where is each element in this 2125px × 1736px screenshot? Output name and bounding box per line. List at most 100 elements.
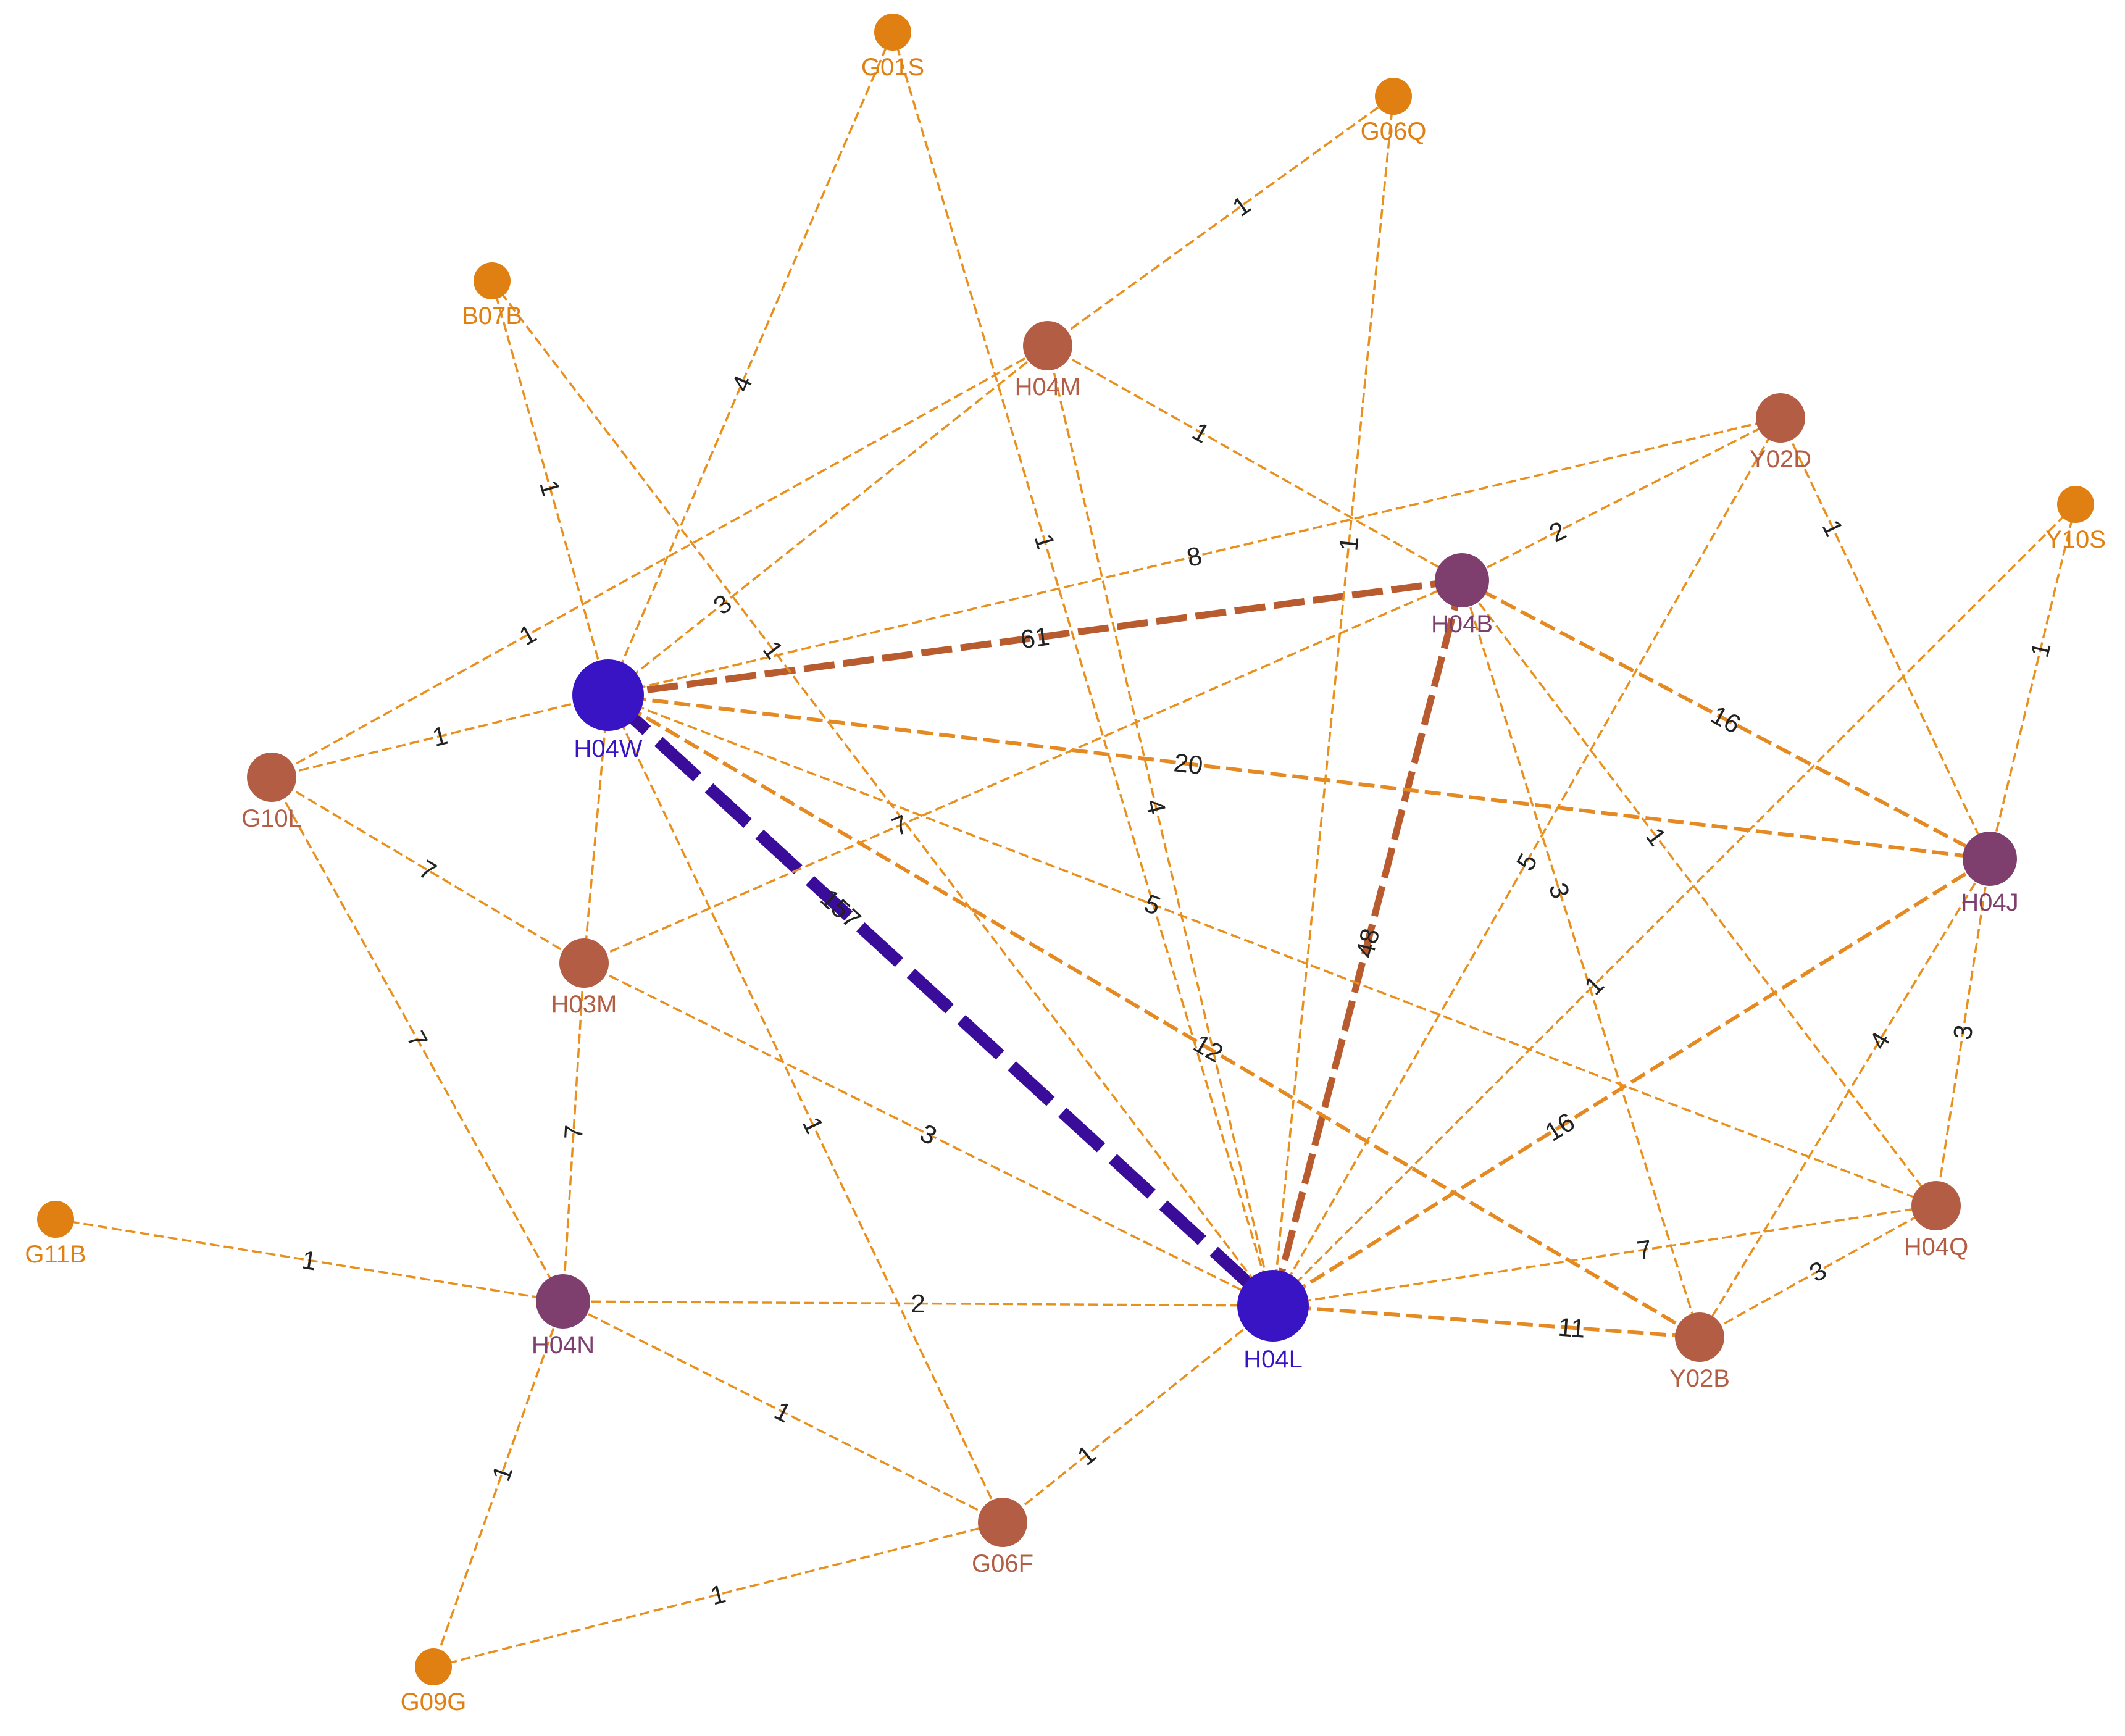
node-label: G06F <box>972 1550 1033 1577</box>
edge-label-group: 4 <box>725 371 758 396</box>
edge-h04l-y02b <box>1272 1304 1700 1339</box>
edge-y10s-h04j <box>1989 504 2077 859</box>
node-y10s[interactable]: Y10S <box>2045 486 2106 553</box>
node-circle[interactable] <box>415 1648 452 1685</box>
edge-label-group: 1 <box>758 635 790 664</box>
edge-y10s-h04l <box>1272 503 2077 1307</box>
edge-g10l-h03m <box>271 776 585 964</box>
edge-weight-label: 7 <box>888 809 912 841</box>
node-circle[interactable] <box>1675 1312 1724 1362</box>
edge-g10l-h04w <box>271 694 609 778</box>
node-circle[interactable] <box>978 1498 1027 1547</box>
node-g06f[interactable]: G06F <box>972 1498 1033 1577</box>
edge-h04w-h04l <box>604 690 1277 1311</box>
node-circle[interactable] <box>1963 832 2017 886</box>
node-circle[interactable] <box>1237 1270 1309 1342</box>
edge-weight-label: 4 <box>1140 796 1172 817</box>
edge-h04w-h04j <box>607 693 1990 861</box>
node-circle[interactable] <box>1911 1181 1961 1230</box>
node-circle[interactable] <box>1756 393 1805 443</box>
edge-label-group: 1 <box>1029 530 1061 553</box>
edge-b07b-h04w <box>491 280 609 696</box>
node-b07b[interactable]: B07B <box>462 262 522 330</box>
node-label: H03M <box>551 991 617 1018</box>
edge-weight-label: 7 <box>1635 1234 1653 1265</box>
node-circle[interactable] <box>536 1274 590 1329</box>
node-circle[interactable] <box>874 14 911 51</box>
edge-label-group: 1 <box>2024 639 2056 660</box>
edge-h04w-h04m <box>607 344 1049 696</box>
edge-g01s-h04l <box>891 31 1274 1306</box>
edge-label-group: 1 <box>1188 416 1214 448</box>
node-circle[interactable] <box>559 938 609 988</box>
edges-layer <box>55 31 2077 1668</box>
node-label: B07B <box>462 303 522 330</box>
node-y02b[interactable]: Y02B <box>1669 1312 1730 1392</box>
node-g10l[interactable]: G10L <box>241 753 302 832</box>
node-label: H04J <box>1961 889 2018 916</box>
edge-label-group: 1 <box>1640 822 1672 851</box>
edge-label-group: 1 <box>1334 535 1364 553</box>
node-circle[interactable] <box>247 753 296 802</box>
edge-weight-label: 5 <box>1141 888 1165 920</box>
edge-label-group: 5 <box>1141 888 1165 920</box>
edge-label-group: 1 <box>514 619 541 651</box>
edge-weight-label: 1 <box>1334 535 1364 553</box>
node-circle[interactable] <box>1023 321 1072 370</box>
edge-h04l-h04j <box>1272 857 1991 1308</box>
node-label: G06Q <box>1361 118 1427 145</box>
edge-label-group: 1 <box>300 1245 319 1275</box>
node-label: Y02D <box>1750 446 1811 473</box>
node-h04q[interactable]: H04Q <box>1904 1181 1969 1261</box>
node-g11b[interactable]: G11B <box>25 1201 86 1268</box>
edge-weight-label: 1 <box>1579 970 1609 1001</box>
node-g06q[interactable]: G06Q <box>1361 78 1427 145</box>
node-g01s[interactable]: G01S <box>861 14 924 81</box>
edge-h04l-y02d <box>1272 417 1782 1306</box>
node-h04j[interactable]: H04J <box>1961 832 2019 916</box>
node-label: Y02B <box>1669 1365 1730 1392</box>
edge-weight-label: 1 <box>2024 639 2056 660</box>
node-y02d[interactable]: Y02D <box>1750 393 1811 473</box>
node-circle[interactable] <box>572 659 644 731</box>
edge-label-group: 48 <box>1350 925 1385 961</box>
node-circle[interactable] <box>37 1201 74 1238</box>
edge-label-group: 7 <box>888 809 912 841</box>
edge-weight-label: 1 <box>758 635 790 664</box>
node-circle[interactable] <box>1435 553 1489 607</box>
node-h04l[interactable]: H04L <box>1237 1270 1309 1373</box>
edge-h04j-y02b <box>1698 858 1991 1338</box>
node-g09g[interactable]: G09G <box>401 1648 467 1716</box>
edge-weight-label: 4 <box>725 371 758 396</box>
edge-label-group: 20 <box>1172 748 1204 780</box>
edge-weight-label: 1 <box>486 1461 518 1485</box>
edge-weight-label: 2 <box>1545 515 1571 548</box>
node-circle[interactable] <box>474 262 511 299</box>
edge-label-group: 5 <box>1511 848 1543 875</box>
edge-weight-label: 1 <box>1188 416 1214 448</box>
node-h04m[interactable]: H04M <box>1015 321 1081 401</box>
edge-label-group: 7 <box>559 1124 588 1140</box>
edge-label-group: 4 <box>1140 796 1172 817</box>
edge-weight-label: 48 <box>1350 925 1385 961</box>
edge-h04m-h04l <box>1046 345 1274 1306</box>
node-label: G10L <box>241 805 302 832</box>
node-h03m[interactable]: H03M <box>551 938 617 1018</box>
edge-weight-label: 1 <box>1227 190 1255 222</box>
edge-label-group: 3 <box>1805 1255 1831 1287</box>
node-label: H04W <box>574 735 642 762</box>
node-h04n[interactable]: H04N <box>532 1274 595 1359</box>
edge-weight-label: 16 <box>1540 1107 1580 1147</box>
edge-h04n-g06f <box>562 1300 1003 1524</box>
node-h04w[interactable]: H04W <box>572 659 644 762</box>
edge-h04b-h04q <box>1461 579 1937 1207</box>
node-h04b[interactable]: H04B <box>1431 553 1493 638</box>
node-circle[interactable] <box>2057 486 2094 523</box>
edge-weight-label: 3 <box>708 588 737 620</box>
node-circle[interactable] <box>1375 78 1412 115</box>
edge-weight-label: 7 <box>559 1124 588 1140</box>
edge-g09g-g06f <box>433 1521 1003 1668</box>
edge-h04b-h04l <box>1269 579 1466 1307</box>
edge-g06q-h04l <box>1272 96 1395 1306</box>
edge-h04l-h04q <box>1272 1204 1937 1307</box>
